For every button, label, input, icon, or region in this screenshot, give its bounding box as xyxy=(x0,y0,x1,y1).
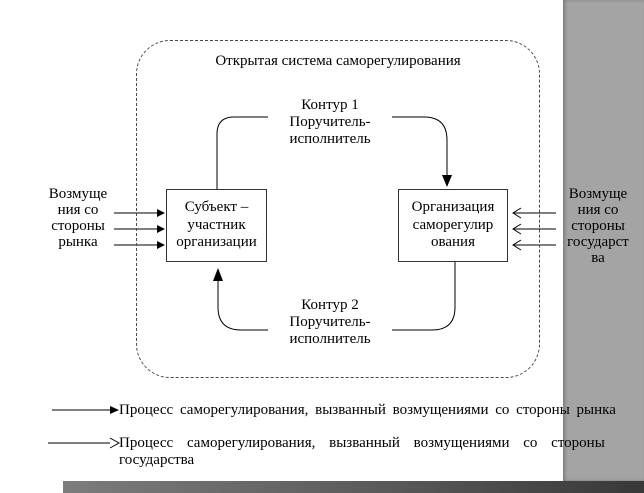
legend-item-market: Процесс саморегулирования, вызванный воз… xyxy=(119,402,616,418)
legend-open-arrow xyxy=(48,437,121,449)
diagram-title: Открытая система саморегулирования xyxy=(215,53,461,69)
contour2-label: Контур 2 Поручитель- исполнитель xyxy=(268,297,392,348)
contour1-label: Контур 1 Поручитель- исполнитель xyxy=(268,97,392,148)
state-disturbance-label: Возмуще ния со стороны государст ва xyxy=(567,186,629,266)
node-subject: Субъект – участник организации xyxy=(166,189,267,262)
legend-item-state: Процесс саморегулирования, вызванный воз… xyxy=(119,435,605,468)
window-background-strip xyxy=(563,0,644,481)
window-chrome-bottom xyxy=(63,481,644,493)
node-organization: Организация саморегулир ования xyxy=(398,189,508,262)
legend-solid-arrow xyxy=(52,406,119,414)
market-disturbance-label: Возмуще ния со стороны рынка xyxy=(48,186,108,250)
system-boundary xyxy=(136,40,540,378)
